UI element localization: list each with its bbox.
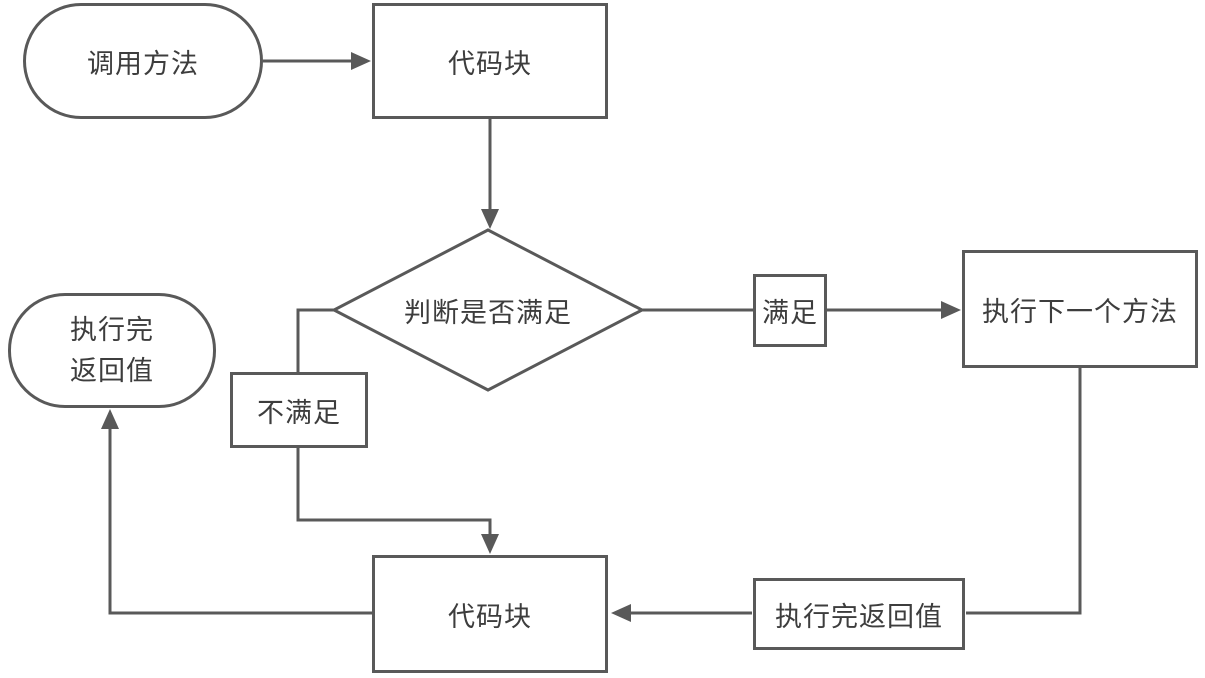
- edge-label-return-value-text: 执行完返回值: [775, 601, 943, 632]
- node-start-label: 调用方法: [87, 48, 199, 79]
- arrowhead-left-codeblock-bottom: [611, 604, 631, 622]
- node-exec-next-method: 执行下一个方法: [962, 250, 1198, 368]
- decision-diamond-shape: [330, 228, 646, 392]
- edge-codeblock-bottom-to-end: [108, 427, 372, 615]
- arrowhead-right-execnext: [941, 301, 961, 319]
- arrowhead-up-end: [101, 409, 119, 429]
- node-code-block-top: 代码块: [372, 3, 608, 119]
- node-end-label-line2: 返回值: [70, 355, 154, 386]
- node-end-return-value: 执行完 返回值: [8, 293, 216, 408]
- node-code-block-top-label: 代码块: [448, 48, 532, 79]
- node-end-label-line1: 执行完: [70, 314, 154, 345]
- node-code-block-bottom-label: 代码块: [448, 601, 532, 632]
- arrowhead-down-codeblock-bottom: [481, 534, 499, 554]
- arrowhead-right-codeblock-top: [351, 52, 371, 70]
- edge-label-return-value: 执行完返回值: [753, 578, 965, 650]
- node-exec-next-method-label: 执行下一个方法: [982, 296, 1178, 327]
- node-code-block-bottom: 代码块: [372, 555, 608, 673]
- edge-label-satisfied: 满足: [753, 274, 827, 347]
- arrowhead-down-decision: [481, 209, 499, 229]
- edge-decision-to-codeblock-bottom: [296, 308, 492, 536]
- edge-label-satisfied-text: 满足: [762, 298, 818, 328]
- node-start-call-method: 调用方法: [23, 3, 263, 119]
- edge-execnext-to-return-label: [966, 368, 1082, 615]
- edge-label-not-satisfied: 不满足: [230, 372, 368, 448]
- edge-label-not-satisfied-text: 不满足: [257, 397, 341, 428]
